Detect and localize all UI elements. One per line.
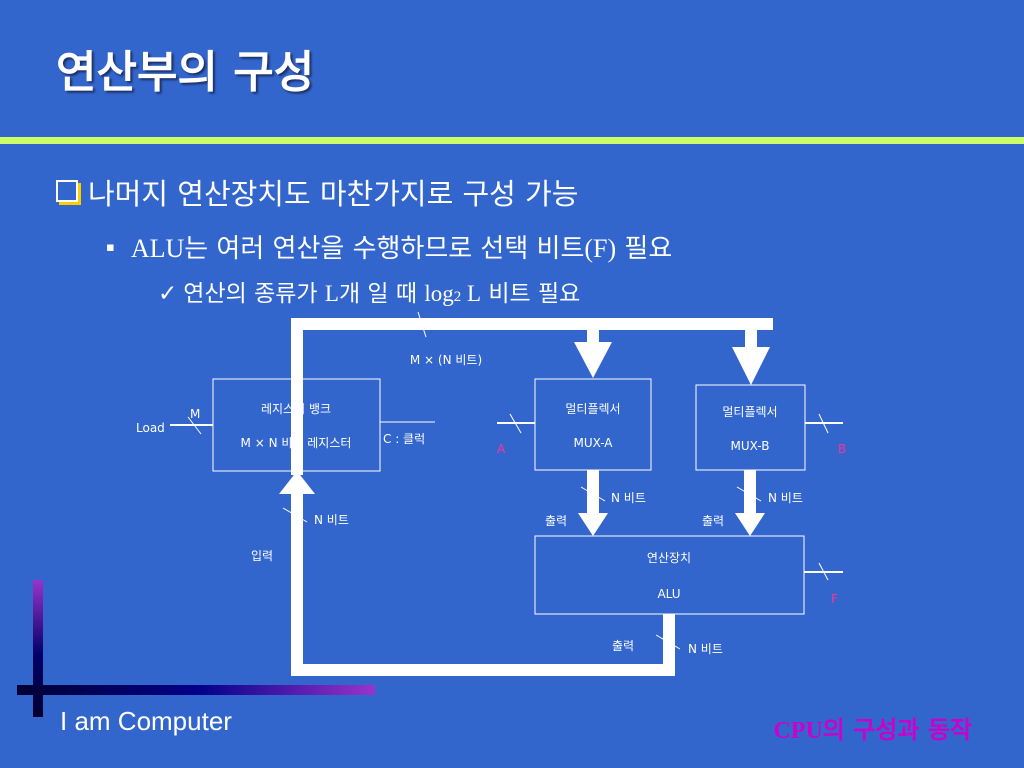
arrow-mux-a-to-alu bbox=[578, 470, 608, 536]
mux-a-box bbox=[534, 378, 652, 471]
small-square-bullet-icon: ▪ bbox=[106, 240, 115, 255]
arrow-to-mux-a bbox=[574, 330, 612, 378]
footer-cpu: CPU bbox=[773, 718, 823, 744]
footer-right-text: CPU의 구성과 동작 bbox=[773, 710, 972, 745]
alu-name: ALU bbox=[657, 587, 680, 601]
mux-a-n-bits-label: N 비트 bbox=[611, 491, 646, 505]
log-term: log bbox=[424, 281, 454, 306]
mux-a-label: 멀티플렉서 bbox=[565, 402, 620, 416]
mux-b-output-label: 출력 bbox=[702, 514, 724, 528]
alu-box bbox=[534, 535, 805, 615]
mux-b-name: MUX-B bbox=[731, 439, 770, 453]
bullet-3-text-a: 연산의 종류가 bbox=[183, 281, 325, 307]
footer-left-text: I am Computer bbox=[60, 706, 232, 736]
mux-b-label: 멀티플렉서 bbox=[722, 405, 777, 419]
bullet-2-text-a: 는 여러 연산을 수행하므로 선택 비트 bbox=[184, 234, 585, 264]
checkmark-bullet-icon: ✓ bbox=[158, 281, 178, 307]
log-base: 2 bbox=[453, 289, 462, 305]
mux-b-out-tick bbox=[736, 486, 762, 502]
l-term-2: L bbox=[461, 281, 482, 306]
m-label: M bbox=[190, 407, 200, 421]
input-tick bbox=[282, 507, 308, 523]
bullet-level-1: 나머지 연산장치도 마찬가지로 구성 가능 bbox=[56, 171, 578, 213]
bullet-2-text-b: 필요 bbox=[616, 234, 673, 264]
load-label: Load bbox=[136, 421, 165, 435]
l-term: L bbox=[324, 281, 339, 306]
select-a-tick bbox=[509, 413, 522, 434]
input-label: 입력 bbox=[251, 549, 273, 563]
top-bus bbox=[291, 318, 773, 475]
input-n-bits-label: N 비트 bbox=[314, 513, 349, 527]
clock-label: C : 클럭 bbox=[383, 432, 425, 446]
load-tick bbox=[187, 416, 202, 435]
register-bank-size: M × N 비트 레지스터 bbox=[241, 436, 352, 450]
mux-a-name: MUX-A bbox=[573, 436, 613, 450]
arrow-to-register-bank bbox=[279, 471, 315, 494]
hollow-square-bullet-icon bbox=[56, 180, 78, 202]
bullet-3-text-b: 개 일 때 bbox=[338, 281, 425, 307]
alu-label: 연산장치 bbox=[647, 551, 691, 565]
bus-tick bbox=[417, 311, 427, 338]
bullet-1-text: 나머지 연산장치도 마찬가지로 구성 가능 bbox=[88, 177, 579, 211]
f-term: (F) bbox=[584, 234, 617, 263]
alu-output-label: 출력 bbox=[612, 639, 634, 653]
mux-b-box bbox=[695, 384, 806, 471]
mux-b-n-bits-label: N 비트 bbox=[768, 491, 803, 505]
select-f-label: F bbox=[831, 592, 838, 606]
footer-topic: 의 구성과 동작 bbox=[822, 716, 972, 744]
alu-term: ALU bbox=[130, 234, 185, 263]
alu-n-bits-label: N 비트 bbox=[688, 642, 723, 656]
arrow-mux-b-to-alu bbox=[735, 470, 765, 536]
m-n-bits-label: M × (N 비트) bbox=[410, 353, 482, 367]
select-b-tick bbox=[818, 413, 829, 434]
bullet-level-3: ✓ 연산의 종류가 L 개 일 때 log 2 L 비트 필요 bbox=[158, 274, 580, 308]
bullet-level-2: ▪ ALU 는 여러 연산을 수행하므로 선택 비트 (F) 필요 bbox=[106, 228, 672, 265]
select-a-label: A bbox=[497, 442, 506, 456]
select-b-label: B bbox=[838, 442, 846, 456]
mux-a-output-label: 출력 bbox=[545, 514, 567, 528]
register-bank-label: 레지스터 뱅크 bbox=[261, 402, 331, 416]
arrow-to-mux-b bbox=[732, 330, 770, 385]
title-divider bbox=[0, 137, 1024, 144]
select-f-tick bbox=[818, 562, 829, 581]
slide-title: 연산부의 구성 bbox=[56, 47, 315, 98]
bullet-3-text-c: 비트 필요 bbox=[481, 281, 581, 307]
mux-a-out-tick bbox=[580, 486, 606, 502]
alu-out-tick bbox=[655, 634, 681, 650]
